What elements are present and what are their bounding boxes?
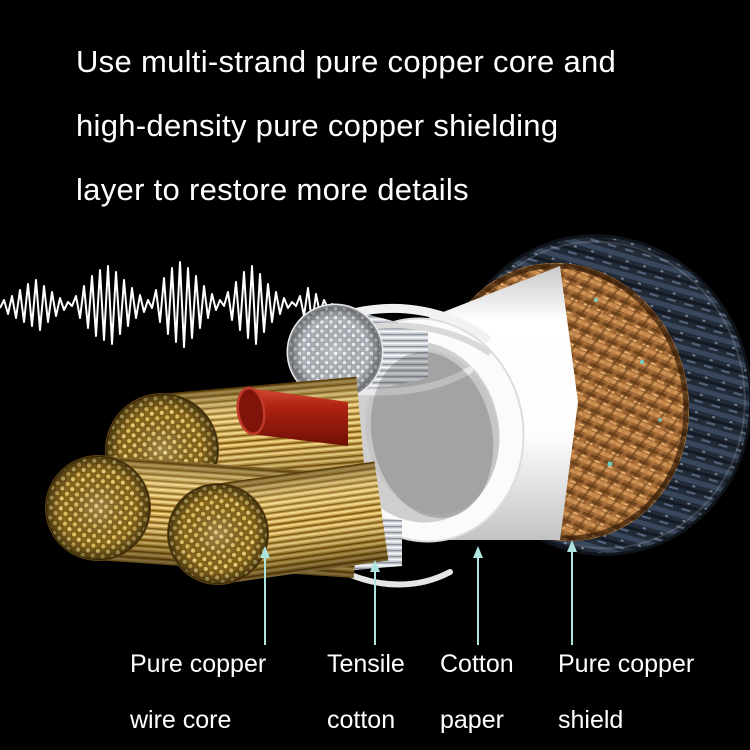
red-insulated-wire (236, 386, 348, 446)
copper-wire-bundle-3 (167, 461, 389, 585)
headline-line-3: layer to restore more details (76, 172, 469, 207)
label-wire-core-line-1: Pure copper (130, 650, 267, 678)
wire-core-arrow (260, 546, 270, 645)
waveform-graphic (0, 261, 337, 348)
label-tensile-cotton-line-1: Tensile (327, 650, 405, 678)
label-cotton-paper: Cotton paper (440, 636, 514, 748)
tensile-cotton-arrow (370, 560, 380, 645)
label-wire-core-line-2: wire core (130, 706, 232, 734)
label-cotton-paper-line-1: Cotton (440, 650, 514, 678)
cavity-shadow (370, 351, 494, 519)
headline: Use multi-strand pure copper core and hi… (76, 30, 716, 222)
label-copper-shield: Pure copper shield (558, 636, 694, 748)
copper-shield-arrow (567, 540, 577, 645)
tensile-cotton-bundle-top (286, 303, 491, 401)
label-wire-core: Pure copper wire core (130, 636, 266, 748)
label-tensile-cotton: Tensile cotton (327, 636, 405, 748)
headline-line-1: Use multi-strand pure copper core and (76, 44, 617, 79)
cotton-paper-arrow (473, 546, 483, 645)
label-cotton-paper-line-2: paper (440, 706, 504, 734)
label-copper-shield-line-1: Pure copper (558, 650, 695, 678)
headline-line-2: high-density pure copper shielding (76, 108, 559, 143)
label-tensile-cotton-line-2: cotton (327, 706, 396, 734)
label-copper-shield-line-2: shield (558, 706, 624, 734)
